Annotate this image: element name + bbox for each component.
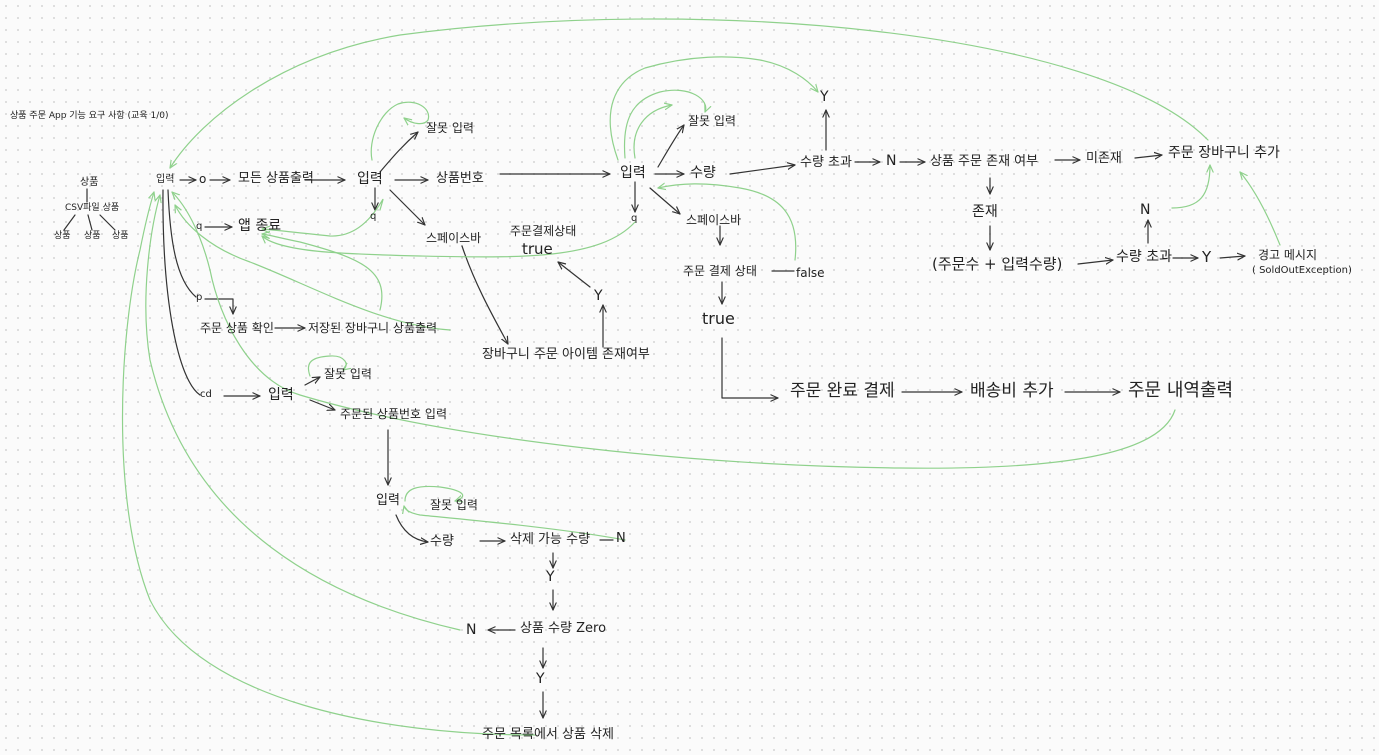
- node-input-4: 입력: [376, 493, 400, 508]
- node-y-4: Y: [536, 671, 545, 687]
- node-true-2: true: [702, 309, 735, 328]
- node-opt-p: p: [196, 292, 203, 303]
- node-warning: 경고 메시지: [1258, 248, 1318, 262]
- node-app-exit: 앱 종료: [238, 218, 282, 234]
- node-opt-cd: cd: [200, 389, 212, 400]
- node-add-shipping: 배송비 추가: [970, 381, 1054, 401]
- node-n-4: N: [466, 622, 477, 638]
- node-add-cart: 주문 장바구니 추가: [1168, 145, 1280, 161]
- node-q-3: q: [631, 213, 638, 224]
- node-wrong-input-2: 잘못 입력: [426, 121, 474, 135]
- csv-root: 상품: [80, 177, 99, 188]
- node-order-pay-state-2: 주문 결제 상태: [683, 264, 757, 278]
- node-y-top: Y: [820, 89, 829, 105]
- node-wrong-input-3: 잘못 입력: [688, 114, 736, 128]
- node-exists: 존재: [972, 204, 998, 220]
- node-input-main: 입력: [156, 174, 175, 185]
- node-qty-4: 수량: [430, 534, 454, 549]
- node-qty-exceed: 수량 초과: [800, 155, 852, 170]
- node-soldout: ( SoldOutException): [1252, 265, 1352, 276]
- node-product-number: 상품번호: [436, 171, 484, 186]
- black-arrows: [162, 109, 1246, 719]
- node-opt-o: o: [199, 172, 207, 186]
- node-quantity: 수량: [690, 165, 716, 181]
- node-n-3: N: [616, 531, 626, 546]
- green-arrows: [121, 18, 1281, 736]
- diagram-title: 상품 주문 App 기능 요구 사항 (교육 1/0): [10, 111, 169, 121]
- node-input-3: 입력: [620, 165, 646, 181]
- node-qty-exceed-2: 수량 초과: [1116, 249, 1172, 265]
- csv-tree-lines: [63, 188, 116, 231]
- node-ordered-num-input: 주문된 상품번호 입력: [340, 407, 447, 421]
- node-n-1: N: [886, 153, 897, 169]
- node-n-2: N: [1140, 202, 1151, 218]
- node-check-ordered: 주문 상품 확인: [200, 321, 274, 335]
- node-true-1: true: [522, 240, 553, 258]
- node-order-exists: 상품 주문 존재 여부: [930, 154, 1039, 169]
- csv-leaf: 상품: [84, 231, 101, 241]
- node-input-cd: 입력: [268, 387, 294, 403]
- node-spacebar-2: 스페이스바: [686, 213, 742, 227]
- csv-leaf: 상품: [112, 231, 129, 241]
- node-false-1: false: [796, 266, 825, 280]
- node-pay-complete: 주문 완료 결제: [790, 381, 895, 401]
- node-y-1: Y: [594, 288, 603, 304]
- node-wrong-input-cd: 잘못 입력: [324, 367, 372, 381]
- node-cart-exists: 장바구니 주문 아이템 존재여부: [482, 347, 650, 362]
- node-cart-print: 저장된 장바구니 상품출력: [308, 321, 438, 335]
- node-spacebar-1: 스페이스바: [426, 231, 482, 245]
- node-print-order: 주문 내역출력: [1128, 380, 1234, 401]
- node-delete-from-list: 주문 목록에서 상품 삭제: [482, 727, 614, 742]
- node-q-2: q: [370, 211, 377, 222]
- node-zero-check: 상품 수량 Zero: [520, 621, 607, 636]
- node-deletable-qty: 삭제 가능 수량: [510, 532, 591, 547]
- node-qty-sum: (주문수 + 입력수량): [932, 255, 1063, 273]
- node-y-3: Y: [546, 569, 555, 585]
- node-input-2: 입력: [357, 171, 383, 187]
- node-not-exists: 미존재: [1086, 151, 1122, 166]
- node-wrong-input-4: 잘못 입력: [430, 498, 478, 512]
- node-order-pay-state: 주문결제상태: [510, 224, 577, 238]
- csv-mid: CSV파일 상품: [65, 203, 120, 213]
- node-y-2: Y: [1202, 248, 1212, 266]
- csv-leaf: 상품: [54, 231, 71, 241]
- node-all-products: 모든 상품출력: [238, 171, 314, 186]
- node-opt-q: q: [196, 221, 203, 232]
